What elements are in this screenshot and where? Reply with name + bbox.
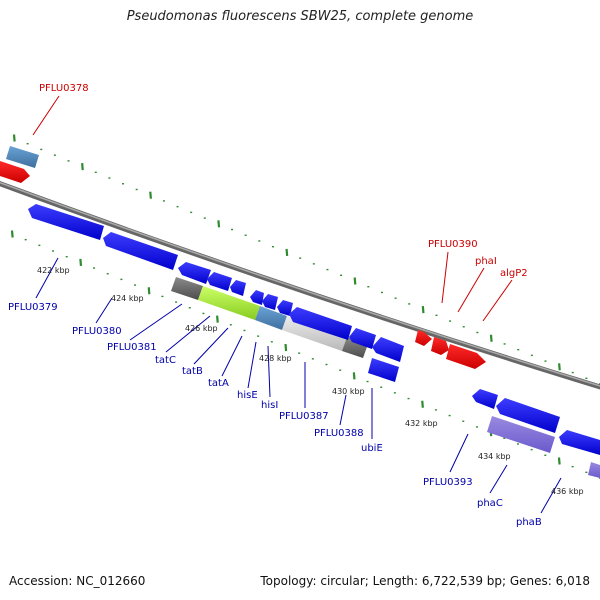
gene-pflu0378[interactable] [6,146,39,168]
leader-pflu0390 [441,251,449,304]
gene-pflu0381[interactable] [178,262,211,284]
gene-labels: PFLU0378 PFLU0390 phaI algP2 PFLU0379 PF… [8,83,542,528]
leader-tatb [193,327,229,365]
leader-pflu0378 [32,95,60,136]
gene-forward-a[interactable] [0,161,30,183]
reverse-strand-genes [28,204,600,478]
gene-green[interactable] [198,286,260,320]
leader-phab [540,477,562,514]
gene-phai[interactable] [431,337,449,355]
major-tick [79,258,83,266]
gene-pflu0388[interactable] [282,316,347,351]
gene-tatb[interactable] [230,280,246,296]
accession-text: Accession: NC_012660 [9,574,146,588]
leader-phai [457,267,485,313]
scale-labels: 422 kbp 424 kbp 426 kbp 428 kbp 430 kbp … [37,266,584,496]
gene-algp2[interactable] [446,344,486,369]
leader-hise [247,341,257,389]
label-algp2[interactable]: algP2 [500,268,528,279]
chromosome-backbone-highlight [0,181,600,387]
major-tick [489,334,493,342]
gene-tatc[interactable] [207,272,232,291]
chromosome-backbone [0,181,600,390]
major-tick [421,306,425,314]
gene-rev-b[interactable] [289,307,352,340]
leader-phac [489,464,508,494]
gene-rev-e[interactable] [368,358,399,382]
label-leader-lines [32,95,562,514]
label-pflu0381[interactable]: PFLU0381 [107,342,157,353]
gene-steel[interactable] [255,306,287,330]
leader-pflu0380 [95,297,113,324]
label-phac[interactable]: phaC [477,498,503,509]
gene-rev-g[interactable] [559,430,600,455]
genome-summary-text: Topology: circular; Length: 6,722,539 bp… [260,574,590,588]
gene-phab[interactable] [588,462,600,478]
major-tick [149,191,152,199]
leader-pflu0381 [129,303,183,341]
major-tick [81,163,84,171]
scale-label-424: 424 kbp [111,294,144,303]
leader-algp2 [482,279,513,322]
major-tick [216,315,219,323]
label-pflu0380[interactable]: PFLU0380 [72,326,122,337]
gene-hise[interactable] [262,294,278,310]
label-tata[interactable]: tatA [208,378,229,389]
leader-tatc [165,315,211,353]
label-hisi[interactable]: hisI [261,400,278,411]
leader-tata [221,335,243,377]
major-tick [285,248,289,257]
major-tick [353,277,357,285]
scale-label-422: 422 kbp [37,266,70,275]
leader-pflu0379 [35,257,59,299]
major-tick [217,220,221,228]
scale-label-426: 426 kbp [185,324,218,333]
major-tick [558,363,561,371]
label-tatc[interactable]: tatC [155,355,176,366]
gene-rev-d[interactable] [372,337,404,362]
scale-label-436: 436 kbp [551,487,584,496]
gene-rev-c[interactable] [349,328,376,349]
gene-pflu0390[interactable] [415,330,432,346]
major-tick [421,400,424,408]
label-pflu0393[interactable]: PFLU0393 [423,477,473,488]
label-ubie[interactable]: ubiE [361,443,383,454]
label-pflu0378[interactable]: PFLU0378 [39,83,89,94]
gene-phac[interactable] [487,416,555,453]
map-title: Pseudomonas fluorescens SBW25, complete … [126,9,474,24]
gene-rev-f[interactable] [472,389,498,409]
major-tick [12,134,16,142]
scale-label-434: 434 kbp [478,452,511,461]
gene-pflu0380[interactable] [103,232,178,270]
leader-pflu0393 [449,433,469,473]
forward-strand-genes [0,146,486,369]
gene-pflu0393[interactable] [496,398,560,433]
major-tick [352,372,356,380]
scale-label-428: 428 kbp [259,354,292,363]
major-tick [10,230,14,238]
gene-hisi[interactable] [277,300,293,316]
label-tatb[interactable]: tatB [182,366,203,377]
gene-tata[interactable] [250,290,264,305]
label-hise[interactable]: hisE [237,390,258,401]
label-phab[interactable]: phaB [516,517,542,528]
label-pflu0388[interactable]: PFLU0388 [314,428,364,439]
label-phai[interactable]: phaI [475,256,497,267]
label-pflu0387[interactable]: PFLU0387 [279,411,329,422]
scale-label-430: 430 kbp [332,387,365,396]
scale-ticks [10,134,600,479]
leader-pflu0388 [339,394,347,426]
leader-hisi [267,345,271,398]
scale-label-432: 432 kbp [405,419,438,428]
major-tick [284,343,288,352]
major-tick [557,457,561,465]
gene-pflu0379[interactable] [28,204,104,240]
label-pflu0379[interactable]: PFLU0379 [8,302,58,313]
label-pflu0390[interactable]: PFLU0390 [428,239,478,250]
major-tick [147,287,151,295]
gene-pflu0387-region[interactable] [171,277,203,300]
